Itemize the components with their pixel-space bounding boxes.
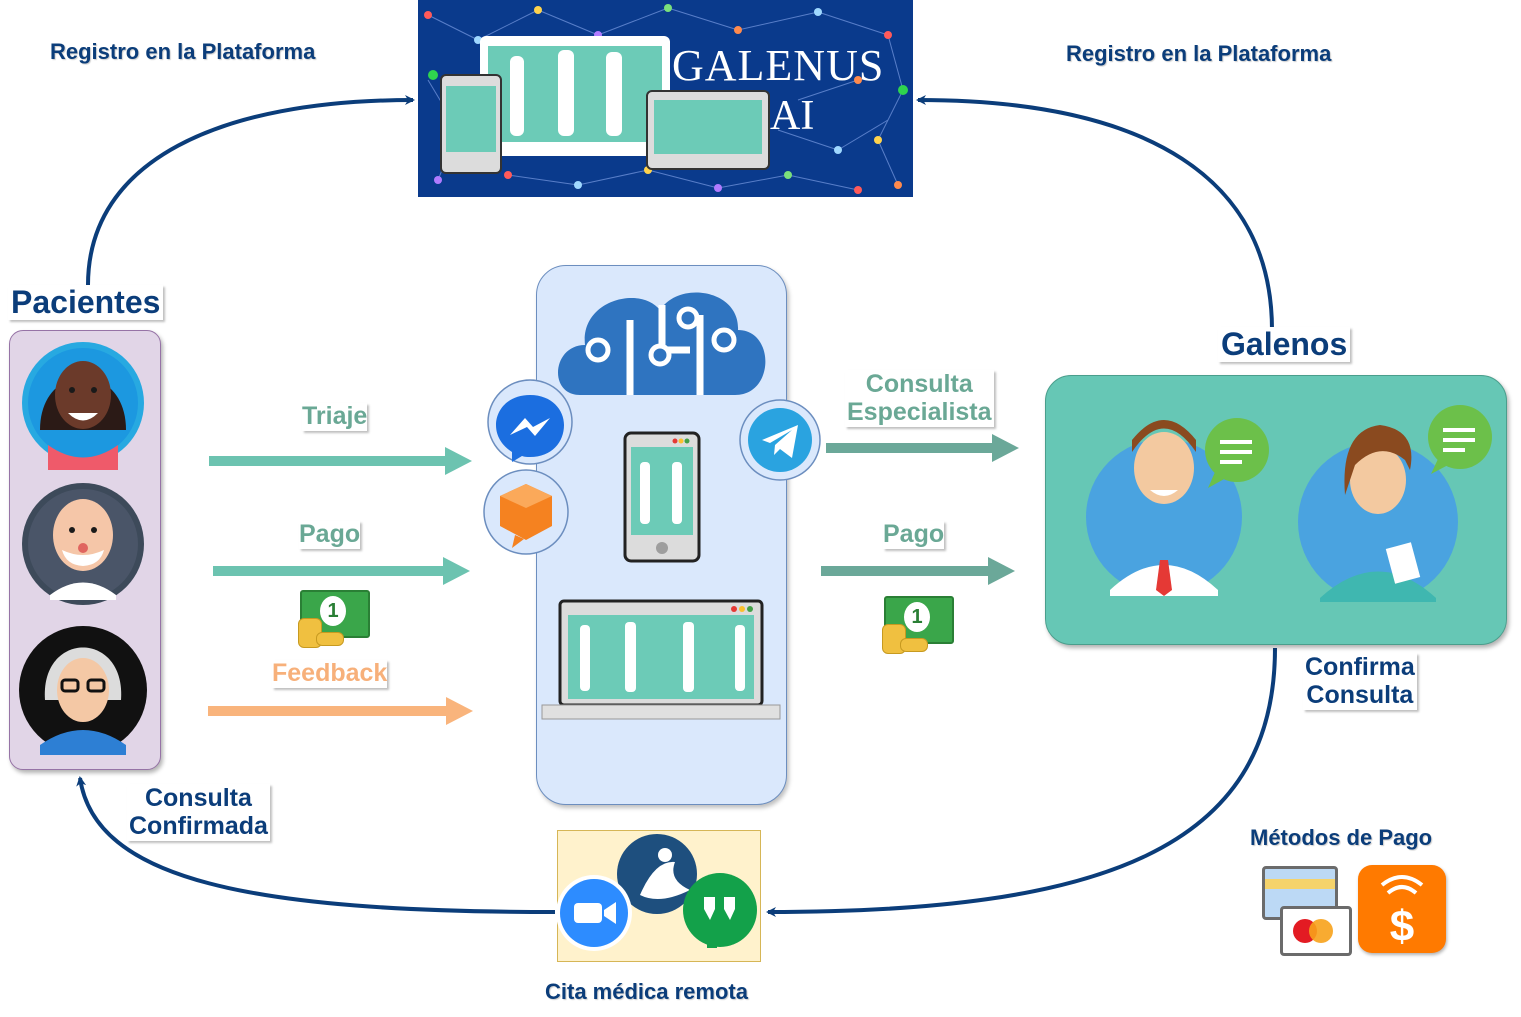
brand-line2: AI <box>770 93 815 139</box>
consulta-especialista-line1: Consulta <box>865 370 973 398</box>
feedback-arrow <box>208 697 473 725</box>
cash-badge: 1 <box>320 596 346 626</box>
video-call-panel <box>557 830 761 962</box>
laptop-device <box>646 90 770 170</box>
brand-line1: GALENUS <box>672 41 885 90</box>
galenos-title: Galenos <box>1218 326 1351 363</box>
galenus-banner: GALENUS AI <box>418 0 913 197</box>
confirma-consulta-line1: Confirma <box>1305 653 1415 681</box>
pago-left-arrow <box>213 557 470 585</box>
consulta-confirmada-label: Consulta Confirmada <box>127 784 270 841</box>
metodos-pago-label: Métodos de Pago <box>1250 825 1433 850</box>
pacientes-title: Pacientes <box>8 284 164 321</box>
consulta-confirmada-curve <box>76 776 556 914</box>
monitor-device <box>480 36 670 156</box>
platform-panel <box>536 265 787 805</box>
pago-left-label: Pago <box>299 520 361 549</box>
tablet-device <box>440 74 502 174</box>
svg-text:$: $ <box>1390 902 1414 951</box>
credit-card-icon <box>1262 866 1352 956</box>
network-background <box>424 4 908 194</box>
cash-badge-right: 1 <box>904 602 930 632</box>
confirma-consulta-label: Confirma Consulta <box>1303 653 1417 710</box>
triaje-label: Triaje <box>302 402 368 431</box>
confirma-consulta-line2: Consulta <box>1306 680 1414 709</box>
registro-right-curve <box>916 95 1274 331</box>
triaje-arrow <box>209 447 472 475</box>
cash-icon: 1 <box>298 588 370 648</box>
consulta-confirmada-line2: Confirmada <box>129 811 268 840</box>
consulta-especialista-line2: Especialista <box>847 397 992 426</box>
registro-right-label: Registro en la Plataforma <box>1066 41 1332 66</box>
galenos-panel <box>1045 375 1507 645</box>
cita-remota-label: Cita médica remota <box>545 979 748 1004</box>
cash-icon-right: 1 <box>882 594 954 654</box>
consulta-confirmada-line1: Consulta <box>144 784 252 812</box>
consulta-especialista-label: Consulta Especialista <box>845 370 994 427</box>
registro-left-label: Registro en la Plataforma <box>50 39 316 64</box>
mobile-pay-glyph: $ <box>1380 875 1424 951</box>
pago-right-arrow <box>821 557 1015 585</box>
feedback-label: Feedback <box>272 659 388 688</box>
registro-left-curve <box>86 95 415 286</box>
pago-right-label: Pago <box>883 520 945 549</box>
pacientes-panel <box>9 330 161 770</box>
mobile-pay-icon: $ <box>1358 865 1446 953</box>
confirma-consulta-curve <box>766 647 1277 917</box>
consulta-especialista-arrow <box>826 434 1019 462</box>
